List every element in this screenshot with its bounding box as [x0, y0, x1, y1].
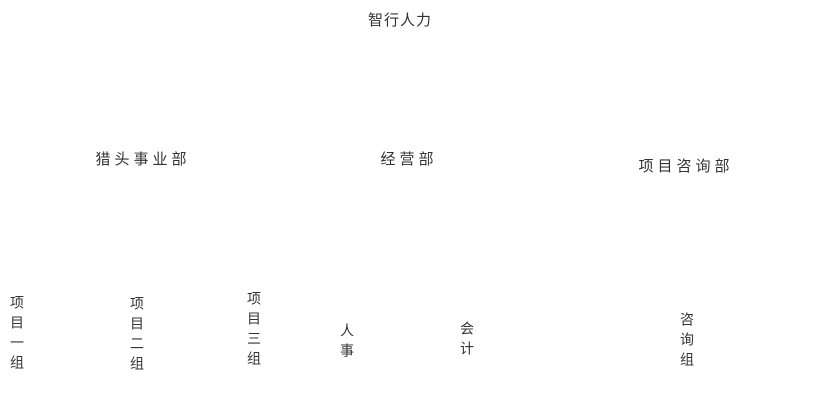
org-node-company-root[interactable]: 智行人力	[367, 12, 433, 29]
org-node-operations-division[interactable]: 经营部	[380, 151, 438, 168]
org-node-hr-group[interactable]: 人事	[339, 323, 355, 363]
org-node-project-consulting-division[interactable]: 项目咨询部	[638, 158, 734, 175]
org-node-project-group-2[interactable]: 项目二组	[129, 296, 145, 376]
org-node-project-group-1[interactable]: 项目一组	[9, 295, 25, 375]
org-node-accounting-group[interactable]: 会计	[459, 321, 475, 361]
org-node-consulting-group[interactable]: 咨询组	[679, 312, 695, 372]
org-node-headhunting-division[interactable]: 猎头事业部	[95, 151, 191, 168]
org-node-project-group-3[interactable]: 项目三组	[246, 291, 262, 371]
